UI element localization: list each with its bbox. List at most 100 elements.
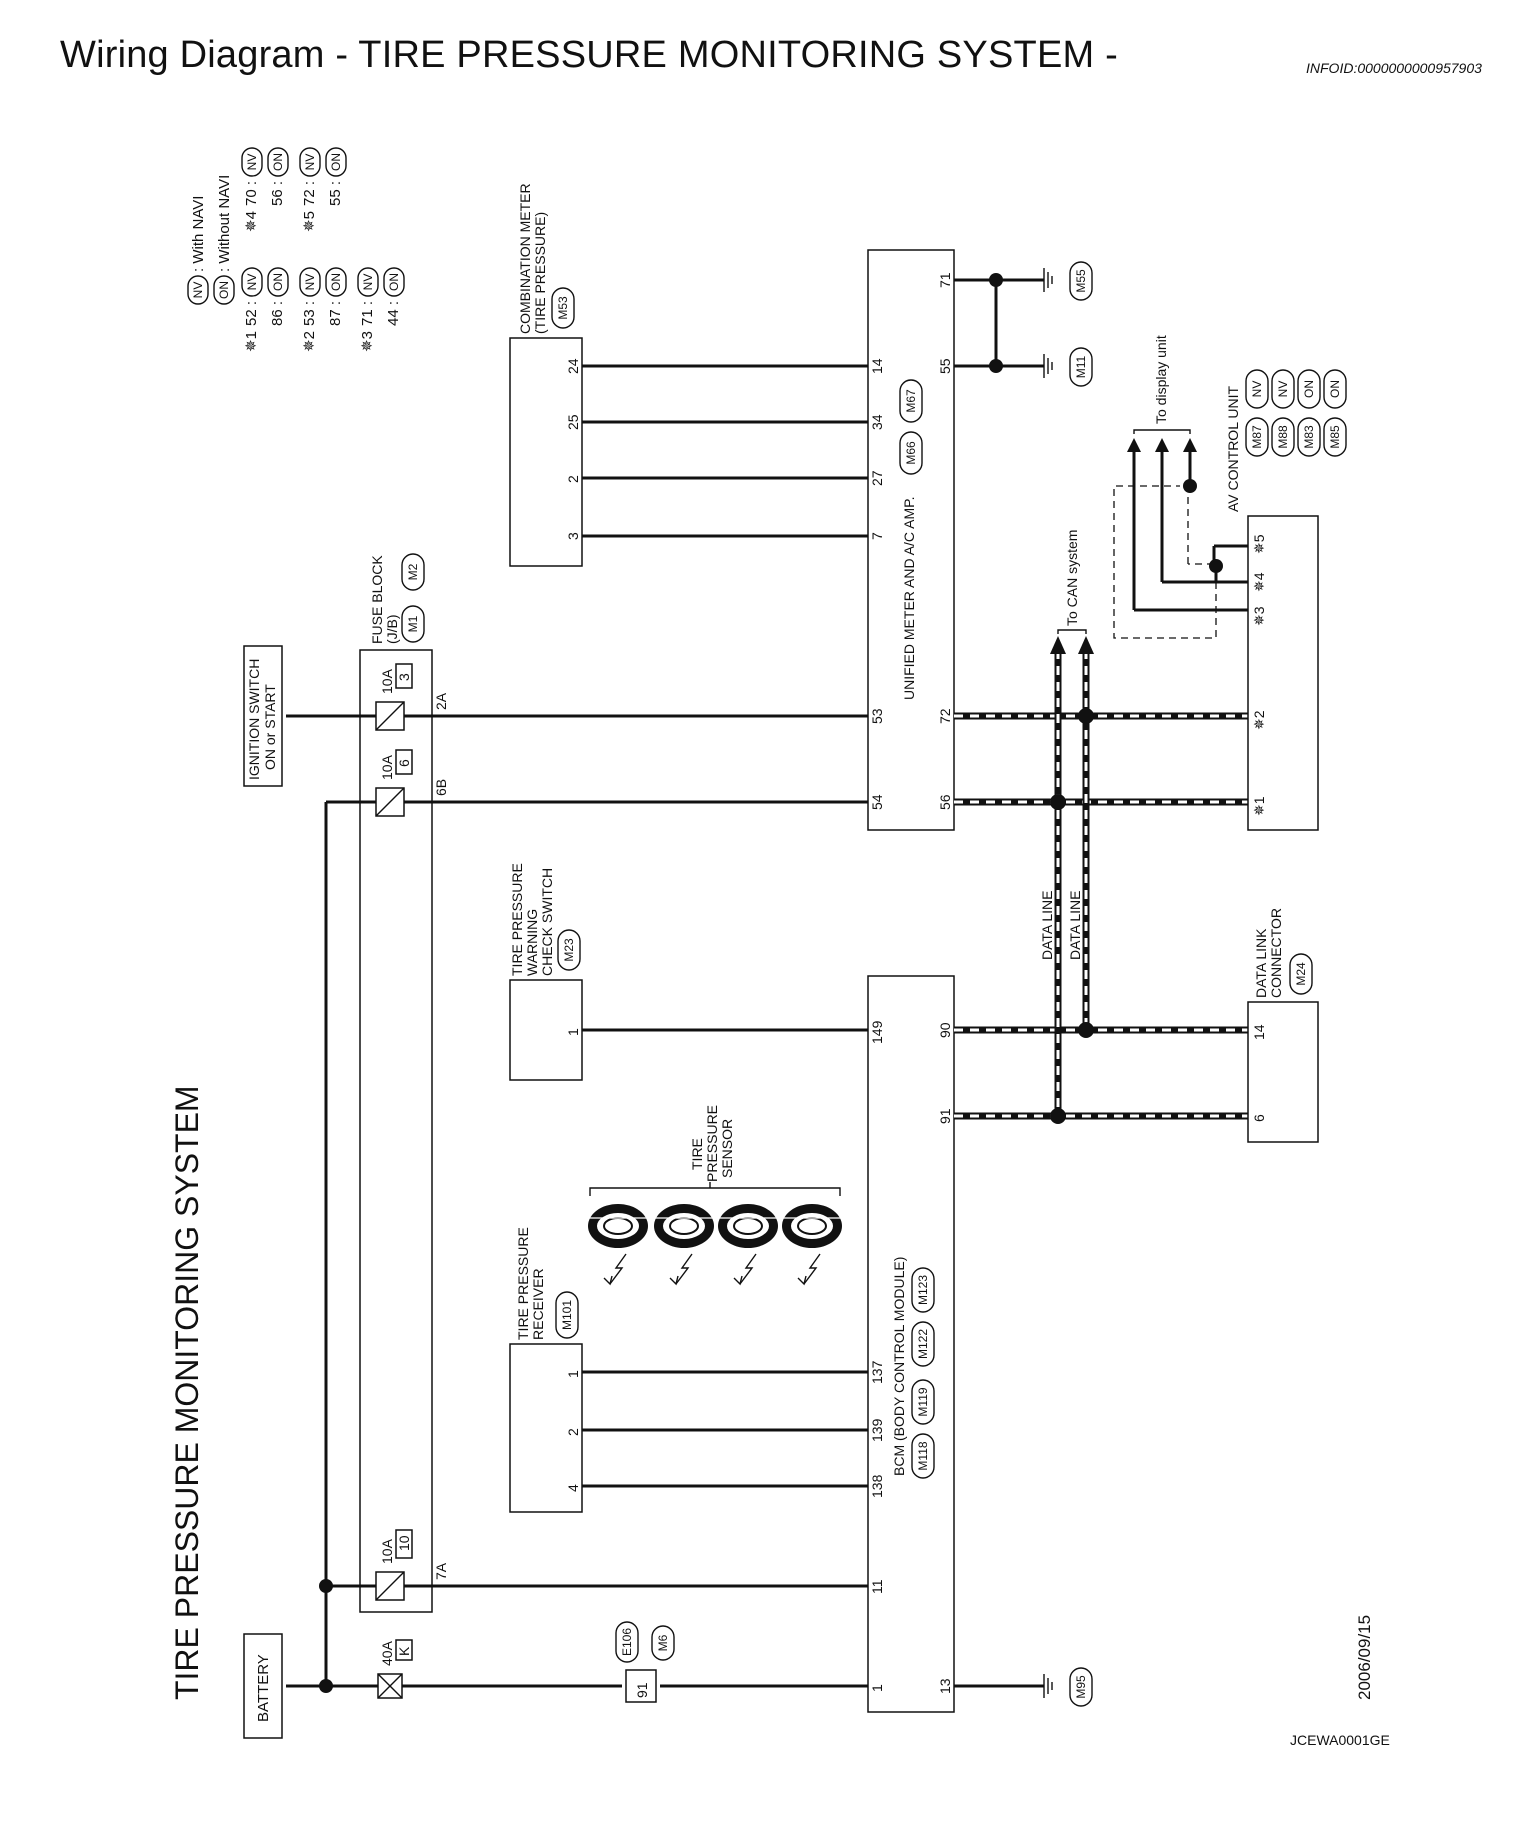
arrow-up-icon (1078, 636, 1094, 654)
joint-num: 91 (634, 1682, 650, 1698)
fuse-amp: 10A (379, 754, 395, 780)
pin-label: 1 (565, 1028, 581, 1036)
pin-label: 13 (937, 1678, 953, 1694)
combination-meter-label-1: COMBINATION METER (517, 183, 533, 334)
legend-row-a: 70 : (243, 181, 260, 206)
legend-row-b: 86 : (269, 301, 286, 326)
diagram-code: JCEWA0001GE (1290, 1732, 1390, 1748)
data-line-label: DATA LINE (1039, 890, 1055, 960)
tire-switch-label-2: WARNING (524, 909, 540, 976)
legend-row-mark: ✵2 (301, 331, 318, 352)
unified-meter-connector-m66: M66 (904, 441, 918, 465)
av-connector: M87 (1250, 425, 1264, 449)
tire-warning-switch: TIRE PRESSURE WARNING CHECK SWITCH M23 1 (509, 863, 868, 1081)
ignition-label-2: ON or START (262, 684, 278, 770)
legend-row-b: 87 : (327, 301, 344, 326)
ignition-switch: IGNITION SWITCH ON or START (243, 645, 283, 787)
receiver-label-2: RECEIVER (530, 1268, 546, 1340)
fusible-link-amp: 40A (379, 1640, 395, 1666)
av-unit-label: AV CONTROL UNIT (1225, 386, 1241, 512)
legend-row-a: 53 : (301, 301, 318, 326)
tire-switch-connector: M23 (562, 938, 576, 962)
splice-dot (1078, 1022, 1094, 1038)
splice-dot (1050, 1108, 1066, 1124)
arrow-up-icon (1050, 636, 1066, 654)
bcm-connector-m118: M118 (916, 1441, 930, 1470)
tire-sensor-label-2: PRESSURE (704, 1105, 720, 1182)
legend-row-a: 72 : (301, 181, 318, 206)
tire-switch-label-1: TIRE PRESSURE (509, 863, 525, 976)
pin-label: 1 (565, 1370, 581, 1378)
fuse-block-label-2: (J/B) (384, 614, 400, 644)
ground-wiring (954, 273, 1044, 1688)
bcm-label: BCM (BODY CONTROL MODULE) (891, 1257, 907, 1476)
arrow-up-icon (1183, 438, 1197, 452)
combination-meter-label-2: (TIRE PRESSURE) (532, 212, 548, 334)
system-title: TIRE PRESSURE MONITORING SYSTEM (169, 1085, 205, 1700)
pin-label: 71 (937, 272, 953, 288)
unified-meter-label: UNIFIED METER AND A/C AMP. (901, 496, 917, 700)
splice-dot (989, 359, 1003, 373)
splice-dot (989, 273, 1003, 287)
ground-m55: M55 (1074, 269, 1088, 293)
fuse-block-connector-m2: M2 (406, 563, 420, 580)
pin-label: 55 (937, 358, 953, 374)
legend-row-b-code: ON (329, 153, 343, 171)
tire-icon (654, 1204, 714, 1248)
legend-on-code: ON (217, 281, 231, 299)
legend-row-a: 71 : (359, 301, 376, 326)
fuse-num: 10 (396, 1535, 412, 1551)
legend-row-b-code: ON (387, 273, 401, 291)
receiver-label-1: TIRE PRESSURE (515, 1227, 531, 1340)
pin-label: 3 (565, 532, 581, 540)
fuse-pin: 7A (433, 1562, 449, 1580)
arrow-up-icon (1127, 438, 1141, 452)
av-connector-code: ON (1328, 380, 1342, 398)
pin-label: 91 (937, 1108, 953, 1124)
splice-dot (319, 1679, 333, 1693)
radio-signal-icon (797, 1253, 821, 1286)
av-connector-code: NV (1250, 381, 1264, 398)
tire-sensor-label-1: TIRE (689, 1138, 705, 1170)
av-control-unit: AV CONTROL UNIT M87 NV M88 NV M83 ON M85… (1225, 369, 1347, 831)
splice-dot (1183, 479, 1197, 493)
power-wiring (286, 714, 868, 1693)
data-link-connector-id: M24 (1294, 962, 1308, 986)
legend-row-b-code: ON (271, 153, 285, 171)
splice-dot (1078, 708, 1094, 724)
legend-nv-meaning: : With NAVI (190, 196, 207, 272)
pin-label: 138 (869, 1474, 885, 1498)
legend-row-a-code: NV (245, 154, 259, 171)
to-can-label: To CAN system (1064, 530, 1080, 626)
fuse-3 (375, 701, 405, 731)
pin-label: ✵1 (1251, 796, 1267, 816)
legend-on-meaning: : Without NAVI (216, 175, 233, 272)
av-connector: M83 (1302, 425, 1316, 449)
pin-label: 1 (869, 1684, 885, 1692)
ground-symbol-icon: M11 (1043, 347, 1093, 387)
legend-row-b: 44 : (385, 301, 402, 326)
pin-label: 24 (565, 358, 581, 374)
fuse-10 (375, 1571, 405, 1601)
fuse-pin: 2A (433, 692, 449, 710)
legend-row-a-code: NV (303, 274, 317, 291)
legend-row-mark: ✵3 (359, 331, 376, 352)
combination-meter: COMBINATION METER (TIRE PRESSURE) M53 24… (509, 183, 868, 567)
legend-row-a-code: NV (245, 274, 259, 291)
pin-label: 14 (1251, 1024, 1267, 1040)
av-connector: M85 (1328, 425, 1342, 449)
av-connector-code: NV (1276, 381, 1290, 398)
pin-label: 53 (869, 708, 885, 724)
ground-m95: M95 (1074, 1675, 1088, 1699)
pin-label: ✵2 (1251, 710, 1267, 730)
ground-symbol-icon: M95 (1043, 1667, 1093, 1707)
joint-connector: 91 E106 M6 (615, 1621, 675, 1703)
legend-row-b-code: ON (329, 273, 343, 291)
legend-row-a-code: NV (303, 154, 317, 171)
pin-label: 56 (937, 794, 953, 810)
data-link-label-2: CONNECTOR (1268, 908, 1284, 998)
ground-m11: M11 (1074, 355, 1088, 378)
legend-nv-code: NV (191, 282, 205, 299)
legend-row-b: 56 : (269, 181, 286, 206)
joint-connector-e106: E106 (620, 1628, 634, 1656)
